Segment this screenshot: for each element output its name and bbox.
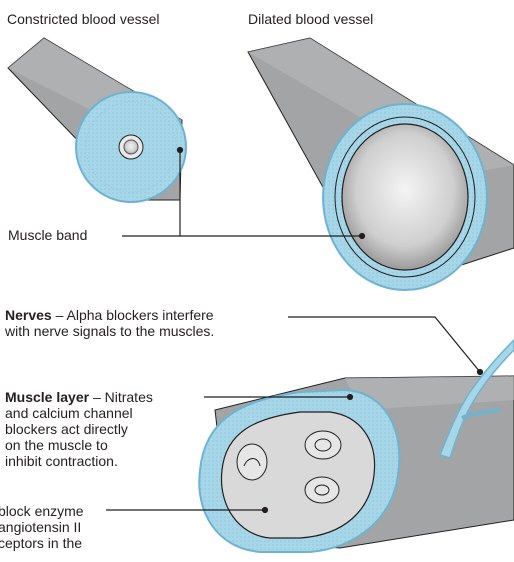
dilated-vessel-title: Dilated blood vessel [248,11,373,27]
muscle-layer-label-line5: inhibit contraction. [5,453,118,469]
receptors-label-line3: ceptors in the [0,535,82,551]
receptors-label-line2: angiotensin II [0,519,81,535]
muscle-layer-label-bold: Muscle layer [5,389,89,405]
nerves-label-bold: Nerves [5,307,52,323]
muscle-layer-label-rest: – Nitrates [89,389,153,405]
muscle-layer-label-line4: on the muscle to [5,437,108,453]
nerves-label-rest: – Alpha blockers interfere [52,307,214,323]
receptors-label-line1: block enzyme [0,503,84,519]
dilated-vessel [248,38,514,290]
dilated-lumen [342,124,468,270]
nerves-leader [288,317,483,375]
constricted-vessel [8,38,186,202]
nerves-label-line2: with nerve signals to the muscles. [5,323,214,339]
muscle-band-label: Muscle band [8,227,87,243]
cutaway-vessel [199,340,514,552]
muscle-layer-label-line3: blockers act directly [5,421,128,437]
constricted-vessel-title: Constricted blood vessel [7,11,160,27]
receptors-label: block enzyme angiotensin II ceptors in t… [0,503,84,551]
nerves-label: Nerves – Alpha blockers interfere with n… [5,307,214,339]
muscle-layer-label: Muscle layer – Nitrates and calcium chan… [5,389,153,469]
muscle-layer-label-line2: and calcium channel [5,405,133,421]
